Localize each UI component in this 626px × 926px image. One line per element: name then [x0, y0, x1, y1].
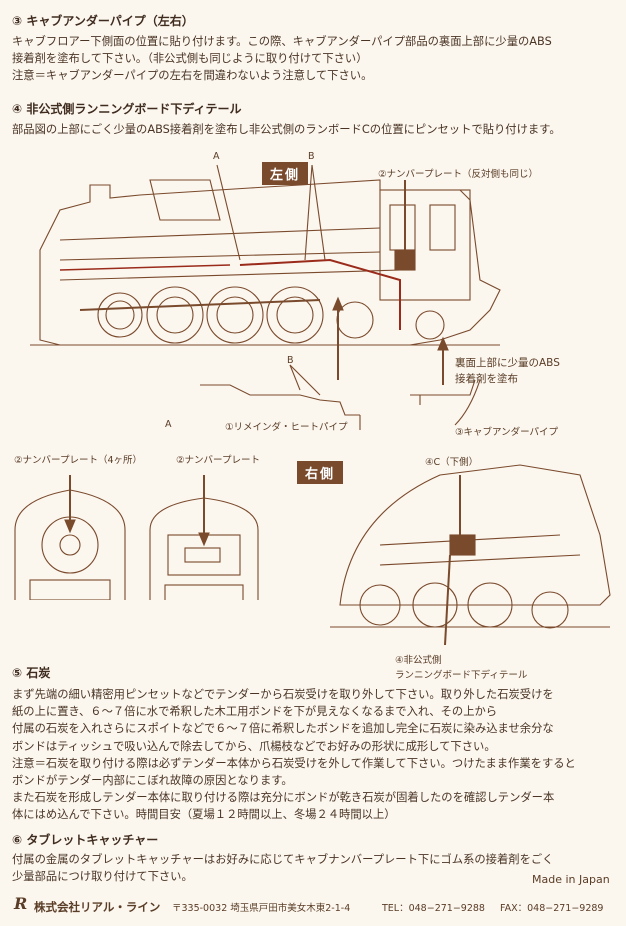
- section3-line: 接着剤を塗布して下さい。（非公式側も同じように取り付けて下さい）: [12, 52, 368, 66]
- section5-text: まず先端の細い精密用ピンセットなどでテンダーから石炭受けを取り外して下さい。取り…: [12, 686, 576, 824]
- section3-line: キャブフロアー下側面の位置に貼り付けます。この際、キャブアンダーパイプ部品の裏面…: [12, 35, 552, 48]
- section6-text: 付属の金属のタブレットキャッチャーはお好みに応じてキャブナンバープレート下にゴム…: [12, 851, 553, 885]
- label-abs-note-1: 裏面上部に少量のABS: [455, 357, 560, 369]
- section5-line: まず先端の細い精密用ピンセットなどでテンダーから石炭受けを取り外して下さい。取り…: [12, 688, 554, 701]
- label-a-parts: A: [165, 419, 172, 430]
- section5-line: 体にはめ込んで下さい。時間目安（夏場１２時間以上、冬場２４時間以上）: [12, 808, 396, 822]
- company-address: 〒335-0032 埼玉県戸田市美女木東2-1-4: [172, 903, 351, 914]
- label-running-2: ランニングボード下ディテール: [395, 670, 528, 681]
- label-front-plate: ②ナンバープレート（4ヶ所）: [14, 455, 142, 466]
- label-a-top: A: [213, 151, 220, 162]
- section5-line: 注意＝石炭を取り付ける際は必ずテンダー本体から石炭受けを外して作業して下さい。つ…: [12, 756, 576, 770]
- section6-line: 少量部品につけ取り付けて下さい。: [12, 870, 193, 884]
- section5-line: ボンドはティッシュで吸い込んで除去してから、爪楊枝などでお好みの形状に成形して下…: [12, 739, 496, 753]
- section5-heading: ⑤ 石炭: [12, 666, 51, 680]
- company-fax: FAX：048−271−9289: [500, 903, 604, 914]
- section3-text: キャブフロアー下側面の位置に貼り付けます。この際、キャブアンダーパイプ部品の裏面…: [12, 33, 552, 85]
- company-tel: TEL：048−271−9288: [382, 903, 485, 914]
- locomotive-right-diagram: [330, 464, 611, 646]
- section5-line: 付属の石炭を入れさらにスポイトなどで６～７倍に希釈したボンドを追加し完全に石炭に…: [12, 722, 554, 736]
- made-in-japan: Made in Japan: [532, 873, 610, 886]
- company-logo: R: [14, 894, 28, 913]
- company-name: 株式会社リアル・ライン: [34, 900, 161, 914]
- label-b-top: B: [308, 151, 315, 162]
- right-side-tag: 右側: [297, 461, 344, 484]
- section6-line: 付属の金属のタブレットキャッチャーはお好みに応じてキャブナンバープレート下にゴム…: [12, 853, 554, 866]
- section4-line: 部品図の上部にごく少量のABS接着剤を塗布し非公式側のランボードCの位置にピンセ…: [12, 123, 561, 136]
- label-cab-pipe: ③キャブアンダーパイプ: [455, 427, 559, 438]
- label-b-parts: B: [287, 355, 294, 366]
- label-numberplate-top: ②ナンバープレート（反対側も同じ）: [378, 169, 538, 180]
- label-rear-plate: ②ナンバープレート: [176, 455, 260, 466]
- section5-line: ボンドがテンダー内部にこぼれ故障の原因となります。: [12, 774, 293, 788]
- section3-line: 注意＝キャブアンダーパイプの左右を間違わないよう注意して下さい。: [12, 69, 373, 83]
- label-reheat-pipe: ①リメインダ・ヒートパイプ: [225, 422, 348, 433]
- section4-text: 部品図の上部にごく少量のABS接着剤を塗布し非公式側のランボードCの位置にピンセ…: [12, 121, 561, 138]
- section3-heading: ③ キャブアンダーパイプ（左右）: [12, 14, 194, 28]
- label-running-1: ④非公式側: [395, 655, 442, 666]
- section5-line: 紙の上に置き、６～７倍に水で希釈した木工用ボンドを下が見えなくなるまで入れ、その…: [12, 705, 498, 719]
- label-c: ④C（下側）: [425, 457, 479, 468]
- section4-heading: ④ 非公式側ランニングボード下ディテール: [12, 102, 242, 116]
- locomotive-left-diagram: [14, 164, 501, 600]
- section5-line: また石炭を形成しテンダー本体に取り付ける際は充分にボンドが乾き石炭が固着したのを…: [12, 791, 555, 805]
- section6-heading: ⑥ タブレットキャッチャー: [12, 833, 159, 847]
- left-side-tag: 左側: [262, 162, 309, 185]
- label-abs-note-2: 接着剤を塗布: [455, 373, 518, 385]
